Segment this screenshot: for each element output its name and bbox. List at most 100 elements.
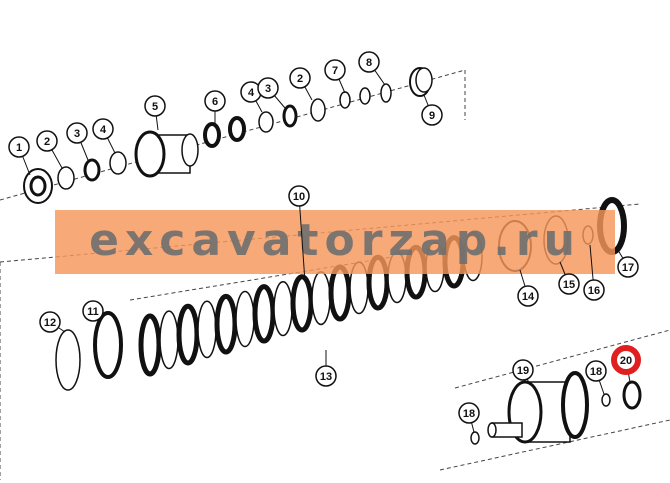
snap-ring-part-3b — [282, 104, 298, 128]
callout-label: 9 — [429, 110, 435, 122]
callout-label: 18 — [590, 366, 602, 378]
ring-part-7b — [359, 87, 371, 105]
oring-part-18b — [470, 431, 480, 445]
seal-ring-part-12 — [55, 329, 81, 391]
callout-18: 18 — [585, 360, 607, 382]
bearing-part-6b — [228, 116, 246, 142]
callout-1: 1 — [8, 136, 30, 158]
callout-2: 2 — [36, 130, 58, 152]
callout-18: 18 — [458, 402, 480, 424]
leader-line — [298, 195, 306, 283]
callout-2: 2 — [289, 67, 311, 89]
callout-label: 19 — [517, 365, 529, 377]
clutch-disc — [252, 284, 276, 344]
callout-3: 3 — [257, 77, 279, 99]
callout-circle — [421, 104, 443, 126]
callout-12: 12 — [39, 311, 61, 333]
callout-11: 11 — [82, 300, 104, 322]
bearing-part-20 — [622, 380, 642, 410]
callout-circle — [324, 59, 346, 81]
callout-label: 10 — [293, 191, 305, 203]
dashed-guide-line — [439, 419, 670, 471]
callout-label: 5 — [152, 101, 158, 113]
callout-circle — [92, 118, 114, 140]
callout-label: 12 — [44, 317, 56, 329]
callout-label: 3 — [265, 83, 271, 95]
ring-part-8 — [380, 83, 392, 103]
callout-circle — [8, 136, 30, 158]
callout-17: 17 — [617, 256, 639, 278]
callout-circle — [583, 279, 605, 301]
clutch-disc — [138, 313, 162, 377]
callout-label: 8 — [366, 57, 372, 69]
callout-circle — [458, 402, 480, 424]
washer-part-2 — [57, 166, 75, 190]
clutch-disc — [290, 274, 314, 333]
callout-label: 13 — [320, 371, 332, 383]
callout-10: 10 — [288, 185, 310, 207]
callout-circle — [289, 67, 311, 89]
callout-19: 19 — [512, 359, 534, 381]
callout-circle — [517, 285, 539, 307]
callout-7: 7 — [324, 59, 346, 81]
callout-3: 3 — [66, 122, 88, 144]
callout-label: 11 — [87, 306, 99, 318]
callout-label: 6 — [212, 96, 218, 108]
callout-label: 4 — [248, 87, 255, 99]
callout-circle — [66, 122, 88, 144]
watermark-text: excavatorzap.ru — [89, 215, 581, 266]
callout-circle — [585, 360, 607, 382]
callout-label: 17 — [622, 262, 634, 274]
callout-circle — [358, 51, 380, 73]
callout-circle — [36, 130, 58, 152]
dashed-guide-line — [454, 329, 670, 389]
callout-16: 16 — [583, 279, 605, 301]
callout-circle — [315, 365, 337, 387]
bearing-inner — [29, 175, 47, 197]
spring-coil — [415, 67, 433, 93]
callout-circle — [558, 273, 580, 295]
callout-13: 13 — [315, 365, 337, 387]
callout-label: 15 — [563, 279, 575, 291]
callout-circle — [257, 77, 279, 99]
callout-circle — [144, 95, 166, 117]
washer-part-2b — [310, 98, 326, 122]
callout-15: 15 — [558, 273, 580, 295]
callout-20: 20 — [611, 345, 641, 375]
drum-gear — [561, 371, 589, 439]
piston-part-11 — [93, 311, 123, 379]
callout-circle — [611, 345, 641, 375]
callout-4: 4 — [92, 118, 114, 140]
clutch-disc — [176, 303, 200, 366]
oring-part-18 — [601, 393, 611, 407]
callout-8: 8 — [358, 51, 380, 73]
gear-hub — [181, 133, 199, 167]
callout-label: 2 — [44, 136, 50, 148]
callout-circle — [82, 300, 104, 322]
gear-teeth-part-5 — [134, 130, 166, 178]
callout-label: 18 — [463, 408, 475, 420]
clutch-disc — [214, 293, 238, 355]
callout-circle — [617, 256, 639, 278]
callout-label: 20 — [620, 355, 632, 367]
bearing-part-6 — [203, 122, 221, 148]
washer-part-4b — [258, 111, 274, 133]
watermark-band: excavatorzap.ru — [55, 210, 615, 274]
callout-label: 16 — [588, 285, 600, 297]
shaft-end — [487, 422, 497, 438]
callout-6: 6 — [204, 90, 226, 112]
callout-5: 5 — [144, 95, 166, 117]
callout-14: 14 — [517, 285, 539, 307]
callout-label: 14 — [522, 291, 535, 303]
callout-circle — [512, 359, 534, 381]
washer-part-4 — [109, 151, 127, 175]
callout-label: 4 — [100, 124, 107, 136]
callout-circle — [288, 185, 310, 207]
callout-label: 2 — [297, 73, 303, 85]
callout-circle — [204, 90, 226, 112]
callout-label: 1 — [16, 142, 22, 154]
snap-ring-part-3 — [83, 158, 101, 182]
callout-label: 7 — [332, 65, 338, 77]
